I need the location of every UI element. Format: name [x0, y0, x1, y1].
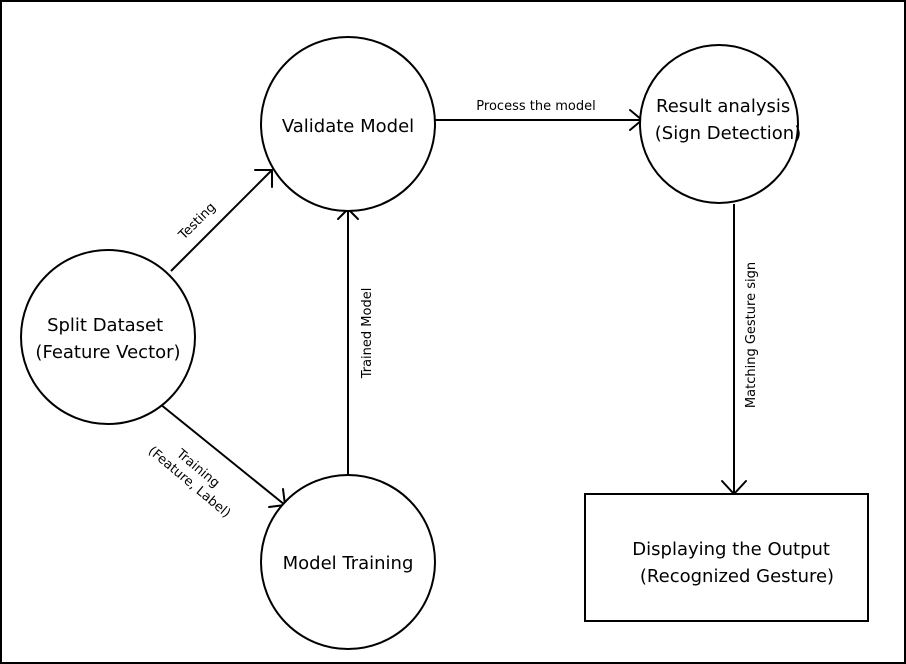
node-result-analysis-line-2: (Sign Detection) [655, 123, 801, 144]
edge-label-matching-gesture-line-1: Matching Gesture sign [744, 262, 759, 408]
node-validate-model-shape [260, 36, 436, 212]
edge-label-trained-model-line-1: Trained Model [360, 288, 375, 380]
edge-label-matching-gesture: Matching Gesture sign [744, 262, 759, 408]
node-result-analysis-line-1: Result analysis [656, 96, 790, 117]
node-split-dataset-label: Split Dataset (Feature Vector) [35, 315, 180, 363]
node-result-analysis-shape [639, 44, 799, 204]
edge-label-process-model: Process the model [476, 99, 595, 114]
node-displaying-output-label: Displaying the Output (Recognized Gestur… [632, 539, 835, 587]
arrowhead-testing [254, 169, 273, 188]
node-model-training-line-1: Model Training [283, 553, 414, 574]
node-split-dataset-line-2: (Feature Vector) [35, 342, 180, 363]
edge-label-trained-model: Trained Model [360, 288, 375, 380]
node-validate-model: Validate Model [260, 36, 436, 212]
node-model-training-shape [260, 474, 436, 650]
node-validate-model-label: Validate Model [282, 116, 414, 137]
edge-testing [170, 169, 273, 272]
node-result-analysis: Result analysis (Sign Detection) [639, 44, 801, 204]
node-split-dataset-line-1: Split Dataset [47, 315, 163, 336]
node-result-analysis-label: Result analysis (Sign Detection) [655, 96, 801, 144]
node-displaying-output: Displaying the Output (Recognized Gestur… [584, 493, 869, 622]
node-model-training-label: Model Training [283, 553, 414, 574]
node-split-dataset: Split Dataset (Feature Vector) [20, 249, 196, 425]
node-displaying-output-line-1: Displaying the Output [632, 539, 830, 560]
edge-label-process-model-line-1: Process the model [476, 99, 595, 114]
node-displaying-output-line-2: (Recognized Gesture) [640, 566, 834, 587]
node-model-training: Model Training [260, 474, 436, 650]
node-validate-model-line-1: Validate Model [282, 116, 414, 137]
node-displaying-output-shape [584, 493, 869, 622]
node-split-dataset-shape [20, 249, 196, 425]
